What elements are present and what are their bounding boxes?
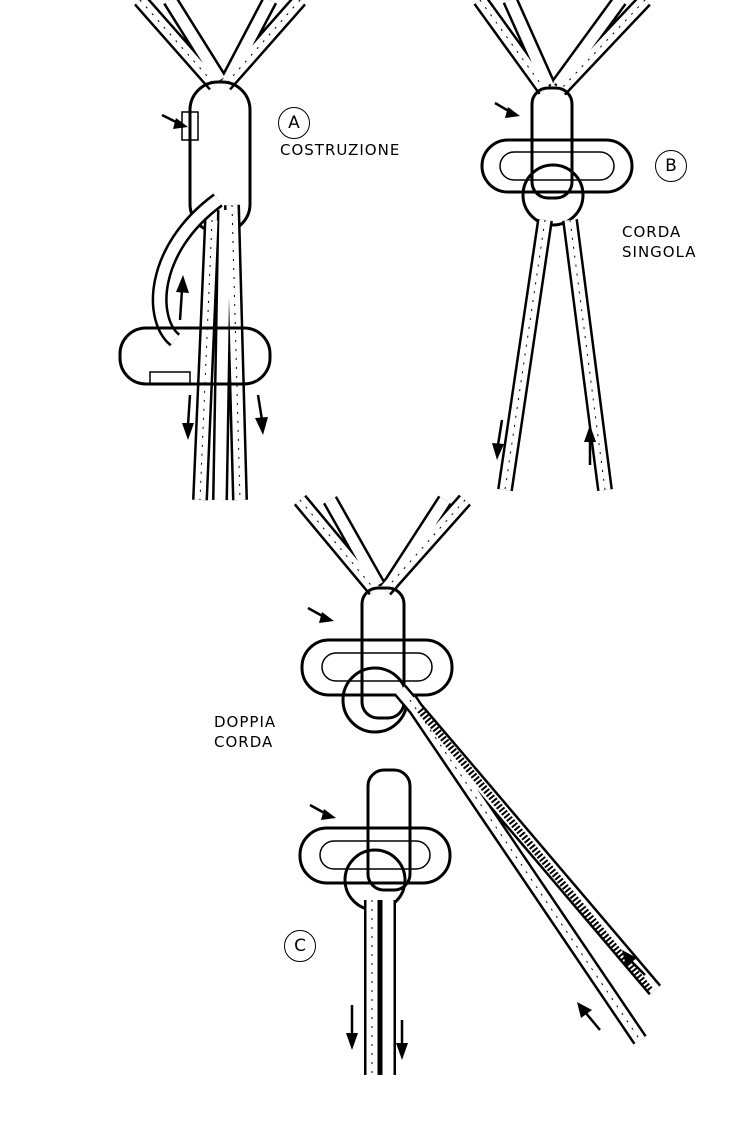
carabiner-lower-a [118, 326, 272, 386]
rope-strands-b [497, 218, 613, 492]
figure-b-letter: B [655, 150, 687, 182]
carabiner-b [530, 86, 574, 200]
descender-plate-lower-c [298, 826, 452, 885]
arrow-down-right-a [256, 394, 264, 421]
descender-plate-b [480, 138, 634, 194]
rope-ring-upper-c [341, 666, 409, 734]
figure-c-drawing [293, 494, 662, 1075]
figure-a-drawing [118, 0, 306, 501]
figure-b-caption: CORDA SINGOLA [622, 223, 697, 261]
anchor-sling-c [293, 494, 471, 596]
arrow-up-a [178, 289, 184, 321]
arrow-up-rope-c [584, 1011, 601, 1031]
arrow-down-left-a [186, 394, 192, 426]
plate-slot-b [499, 151, 615, 181]
figure-c-caption: DOPPIA CORDA [214, 713, 277, 751]
arrow-up-rope2-c [629, 959, 646, 976]
gate-lower-a [149, 371, 191, 385]
plate-slot-lower-c [319, 840, 431, 870]
figure-b-drawing [473, 0, 651, 492]
rope-strands-c [364, 684, 662, 1075]
rope-ring-b [521, 163, 585, 227]
anchor-sling-a [134, 0, 306, 91]
anchor-sling-b [473, 0, 651, 96]
figure-c-letter: C [284, 930, 316, 962]
figure-a-letter: A [278, 107, 310, 139]
carabiner-lower-c [366, 768, 412, 892]
plate-slot-upper-c [321, 652, 433, 682]
descender-plate-upper-c [300, 638, 454, 697]
rope-strands-a [151, 193, 248, 501]
arrow-down-b [496, 419, 504, 446]
figure-a-caption: COSTRUZIONE [280, 141, 401, 159]
